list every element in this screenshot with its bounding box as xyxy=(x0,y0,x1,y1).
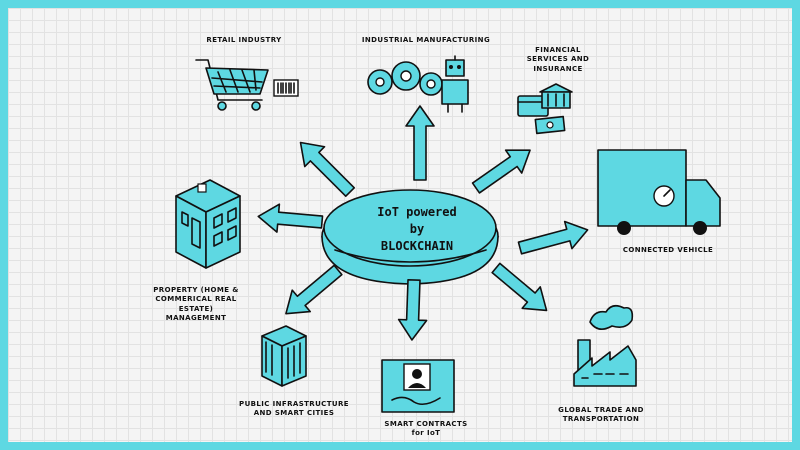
arrow-retail xyxy=(299,141,356,198)
truck-icon xyxy=(597,149,721,235)
label-vehicle: CONNECTED VEHICLE xyxy=(622,246,714,254)
label-trade: GLOBAL TRADE AND TRANSPORTATION xyxy=(558,406,644,424)
hub-line-2: by xyxy=(409,221,425,236)
label-property: PROPERTY (HOME & COMMERICAL REAL ESTATE)… xyxy=(153,286,239,323)
arrow-financial xyxy=(471,149,531,194)
arrow-trade xyxy=(491,262,548,312)
label-manufacturing: INDUSTRIAL MANUFACTURING xyxy=(361,36,491,44)
money-icon xyxy=(534,115,566,135)
label-retail: RETAIL INDUSTRY xyxy=(206,36,282,44)
arrow-property xyxy=(257,203,324,233)
diagram-graphics: .ink { stroke:#111; stroke-width:1.6; fi… xyxy=(175,55,721,413)
building-icon xyxy=(175,179,241,269)
arrows xyxy=(257,105,589,341)
label-infrastructure: PUBLIC INFRASTRUCTURE AND SMART CITIES xyxy=(239,400,349,418)
label-financial: FINANCIAL SERVICES AND INSURANCE xyxy=(526,46,590,73)
hub-line-3: BLOCKCHAIN xyxy=(380,238,454,253)
hub-label: IoT powered by BLOCKCHAIN xyxy=(354,204,480,254)
robot-icon xyxy=(441,55,469,113)
gears-icon xyxy=(367,61,443,96)
arrow-contracts xyxy=(397,278,428,341)
hub-line-1: IoT powered xyxy=(377,205,457,219)
contract-icon xyxy=(381,359,455,413)
diagram-canvas: .ink { stroke:#111; stroke-width:1.6; fi… xyxy=(8,8,792,442)
arrow-vehicle xyxy=(517,220,589,255)
barcode-icon xyxy=(273,79,299,97)
arrow-infrastructure xyxy=(285,264,343,315)
tower-icon xyxy=(261,325,307,387)
bank-icon xyxy=(539,83,573,109)
factory-icon xyxy=(573,304,637,387)
label-contracts: SMART CONTRACTS for IoT xyxy=(384,420,468,438)
arrow-manufacturing xyxy=(405,105,435,181)
shopping-cart-icon xyxy=(195,59,269,111)
